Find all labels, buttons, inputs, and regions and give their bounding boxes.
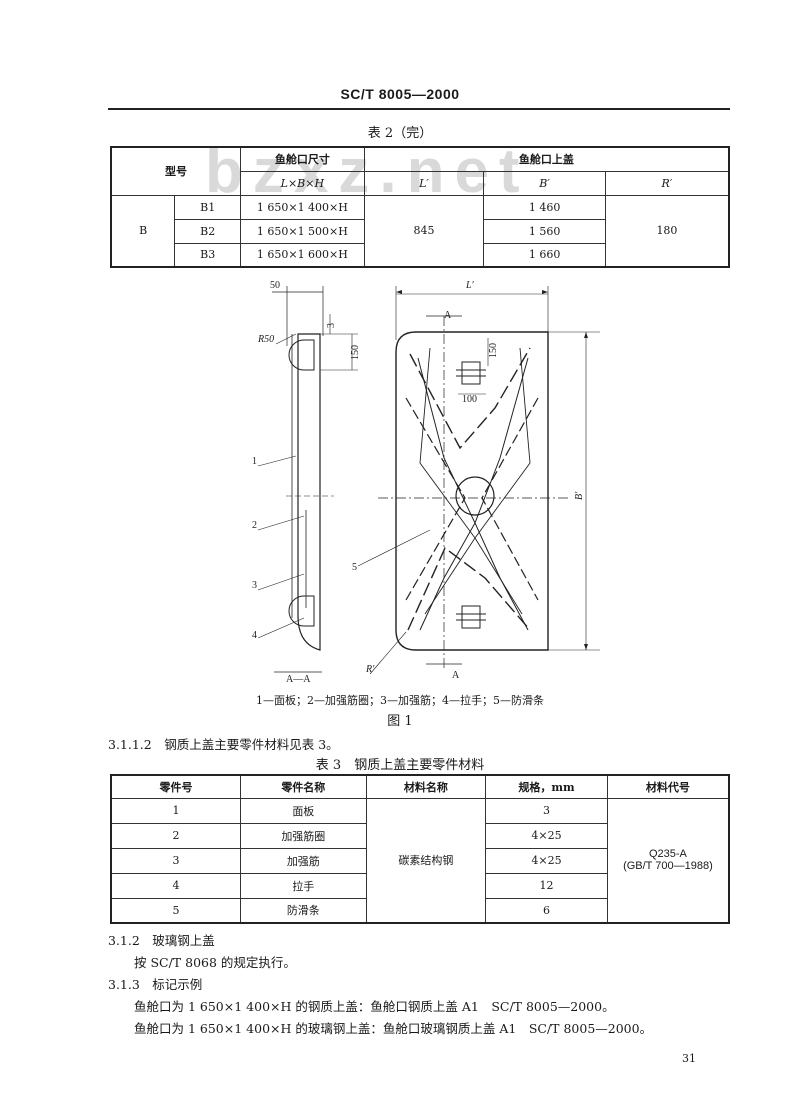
- t3-spec: 4×25: [485, 822, 608, 849]
- figure-caption: 图 1: [387, 714, 413, 729]
- page-number: 31: [682, 1052, 696, 1065]
- clause-3-1-2-title: 3.1.2 玻璃钢上盖: [108, 933, 215, 948]
- dim-50: 50: [270, 280, 280, 291]
- callout-2: 2: [252, 520, 257, 531]
- table3-caption: 表 3 钢质上盖主要零件材料: [315, 758, 485, 773]
- t3-part-name: 拉手: [240, 872, 367, 899]
- figure-1-drawing: 50 3 150 R50 1 2 3 4 5 A—A L′ A A 150 10…: [252, 280, 600, 685]
- t3-spec: 4×25: [485, 847, 608, 874]
- t2-size: 1 650×1 400×H: [240, 194, 365, 220]
- header-rule: [108, 108, 730, 110]
- dim-150-left: 150: [350, 345, 361, 360]
- section-view: [257, 286, 358, 673]
- t3-material-name: 碳素结构钢: [365, 797, 487, 924]
- clause-3-1-2-body: 按 SC/T 8068 的规定执行。: [134, 955, 296, 970]
- marking-example-1: 鱼舱口为 1 650×1 400×H 的钢质上盖：鱼舱口钢质上盖 A1 SC/T…: [134, 999, 615, 1014]
- standard-code: SC/T 8005—2000: [340, 86, 460, 102]
- label-r-prime: R′: [365, 664, 375, 675]
- callout-1: 1: [252, 456, 257, 467]
- clause-3-1-1-2: 3.1.1.2 钢质上盖主要零件材料见表 3。: [108, 737, 339, 752]
- figure-legend: 1—面板；2—加强筋圈；3—加强筋；4—拉手；5—防滑条: [256, 694, 544, 707]
- marking-example-2: 鱼舱口为 1 650×1 400×H 的玻璃钢上盖：鱼舱口玻璃钢质上盖 A1 S…: [134, 1021, 653, 1036]
- t3-part-name: 加强筋圈: [240, 822, 367, 849]
- label-r50: R50: [257, 334, 274, 345]
- callout-4: 4: [252, 630, 257, 641]
- dim-b-prime: B′: [574, 491, 585, 500]
- t2-size: 1 650×1 600×H: [240, 242, 365, 268]
- dim-100: 100: [462, 394, 477, 405]
- callout-3: 3: [252, 580, 257, 591]
- t2-header-b: B′: [483, 170, 606, 196]
- t2-r-value: 180: [604, 194, 730, 268]
- t3-header-part-no: 零件号: [110, 774, 242, 799]
- section-label: A—A: [286, 674, 311, 685]
- t2-header-hatch-size: 鱼舱口尺寸: [240, 146, 365, 172]
- table2: 型号 鱼舱口尺寸 鱼舱口上盖 L×B×H L′ B′ R′ B B1 1 650…: [110, 146, 730, 268]
- dim-150-right: 150: [488, 343, 499, 358]
- t3-part-no: 3: [110, 847, 242, 874]
- t2-group: B: [110, 194, 176, 268]
- t2-b: 1 560: [483, 218, 606, 244]
- t2-header-r: R′: [604, 170, 730, 196]
- t2-b: 1 460: [483, 194, 606, 220]
- plan-view: [357, 286, 600, 675]
- clause-3-1-3-title: 3.1.3 标记示例: [108, 977, 203, 992]
- t3-part-no: 2: [110, 822, 242, 849]
- t3-header-material-name: 材料名称: [365, 774, 487, 799]
- t3-part-no: 4: [110, 872, 242, 899]
- t3-header-material-code: 材料代号: [606, 774, 730, 799]
- t3-part-name: 加强筋: [240, 847, 367, 874]
- marker-a-bottom: A: [452, 670, 460, 681]
- t3-part-no: 1: [110, 797, 242, 824]
- t2-header-hatch-cover: 鱼舱口上盖: [363, 146, 730, 172]
- t3-header-spec: 规格，mm: [485, 774, 608, 799]
- t3-part-name: 面板: [240, 797, 367, 824]
- table3: 零件号 零件名称 材料名称 规格，mm 材料代号 1 面板 碳素结构钢 3 Q2…: [110, 774, 730, 924]
- t2-header-lbh: L×B×H: [240, 170, 365, 196]
- t3-part-name: 防滑条: [240, 897, 367, 924]
- t2-model: B2: [174, 218, 242, 244]
- t3-spec: 3: [485, 797, 608, 824]
- t2-model: B1: [174, 194, 242, 220]
- t2-b: 1 660: [483, 242, 606, 268]
- t2-size: 1 650×1 500×H: [240, 218, 365, 244]
- dim-3: 3: [326, 323, 337, 328]
- dim-l-prime: L′: [465, 280, 475, 291]
- t2-l-value: 845: [363, 194, 485, 268]
- callout-5: 5: [352, 562, 357, 573]
- t2-header-model: 型号: [110, 146, 242, 196]
- t3-material-code: Q235-A (GB/T 700—1988): [606, 797, 730, 924]
- t3-spec: 12: [485, 872, 608, 899]
- t3-spec: 6: [485, 897, 608, 924]
- t3-part-no: 5: [110, 897, 242, 924]
- t2-header-l: L′: [363, 170, 485, 196]
- marker-a-top: A: [444, 310, 452, 321]
- t3-material-code-grade: Q235-A: [648, 848, 687, 861]
- t3-material-code-standard: (GB/T 700—1988): [623, 860, 713, 873]
- t2-model: B3: [174, 242, 242, 268]
- t3-header-part-name: 零件名称: [240, 774, 367, 799]
- table2-caption: 表 2（完）: [367, 126, 433, 141]
